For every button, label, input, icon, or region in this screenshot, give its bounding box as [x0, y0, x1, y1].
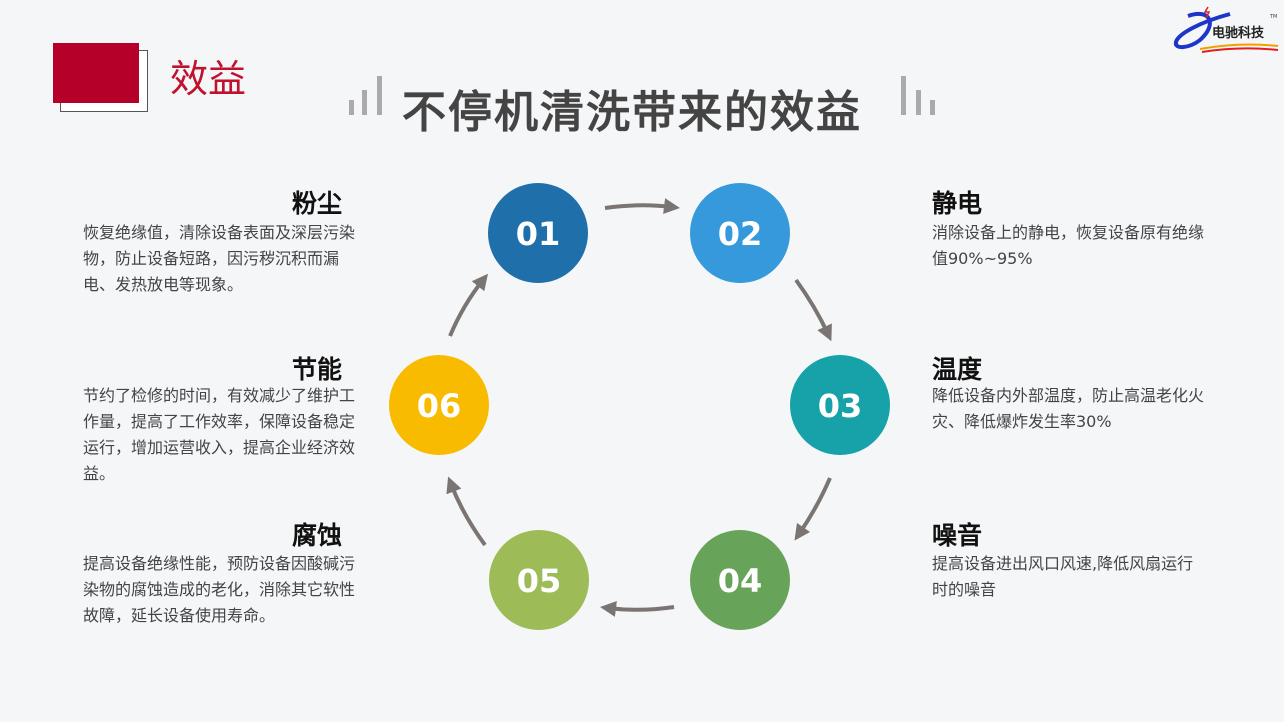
step-number-06: 06 — [417, 387, 462, 425]
step-number-02: 02 — [718, 215, 763, 253]
flow-arrow — [600, 601, 675, 617]
step-01-title: 粉尘 — [292, 189, 343, 218]
step-circle-01 — [488, 183, 588, 283]
flow-arrow — [448, 273, 488, 337]
step-circle-04 — [690, 530, 790, 630]
step-06-desc: 节约了检修的时间，有效减少了维护工作量，提高了工作效率，保障设备稳定运行，增加运… — [83, 386, 356, 483]
page-title: 不停机清洗带来的效益 — [402, 87, 862, 138]
step-02-desc: 消除设备上的静电，恢复设备原有绝缘值90%~95% — [932, 223, 1205, 268]
step-03-desc: 降低设备内外部温度，防止高温老化火灾、降低爆炸发生率30% — [932, 386, 1205, 431]
flow-arrow — [794, 477, 832, 541]
company-logo: 电驰科技 TM — [1170, 4, 1282, 56]
title-decoration — [349, 100, 354, 115]
step-01-desc: 恢复绝缘值，清除设备表面及深层污染物，防止设备短路，因污秽沉积而漏电、发热放电等… — [83, 223, 356, 294]
svg-text:TM: TM — [1269, 14, 1277, 20]
step-number-04: 04 — [718, 562, 763, 600]
title-decoration — [916, 90, 921, 115]
step-circle-03 — [790, 355, 890, 455]
flow-arrow — [794, 278, 832, 342]
title-decoration — [930, 100, 935, 115]
flow-arrow — [446, 476, 487, 547]
section-label: 效益 — [170, 57, 247, 101]
step-02-title: 静电 — [932, 189, 983, 218]
step-06-title: 节能 — [292, 355, 343, 384]
step-03-title: 温度 — [932, 355, 983, 384]
flow-arrow — [604, 198, 680, 214]
step-05-desc: 提高设备绝缘性能，预防设备因酸碱污染物的腐蚀造成的老化，消除其它软性故障，延长设… — [83, 554, 356, 625]
step-04-title: 噪音 — [932, 521, 983, 550]
step-circle-06 — [389, 355, 489, 455]
step-05-title: 腐蚀 — [292, 521, 343, 550]
step-number-05: 05 — [517, 562, 562, 600]
step-circle-05 — [489, 530, 589, 630]
step-04-desc: 提高设备进出风口风速,降低风扇运行时的噪音 — [932, 554, 1194, 599]
step-circle-02 — [690, 183, 790, 283]
title-decoration — [362, 90, 367, 115]
svg-text:电驰科技: 电驰科技 — [1212, 25, 1265, 41]
title-decoration — [377, 76, 382, 115]
section-tag — [53, 43, 139, 103]
step-number-03: 03 — [818, 387, 863, 425]
step-number-01: 01 — [516, 215, 561, 253]
title-decoration — [901, 76, 906, 115]
